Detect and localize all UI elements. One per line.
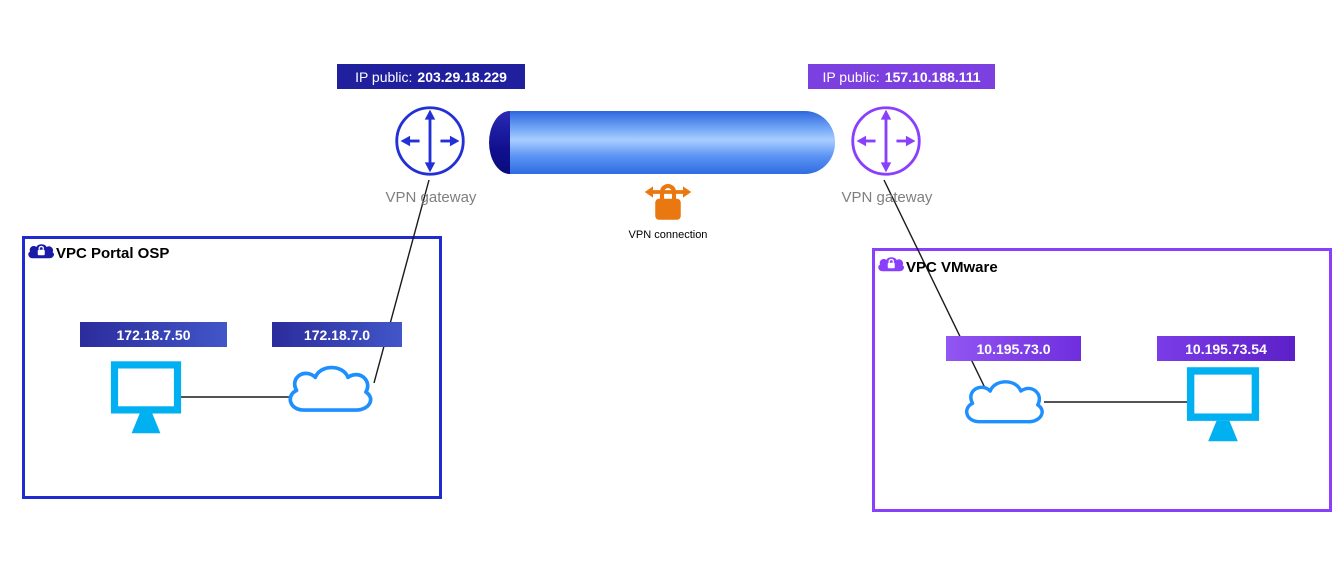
- network-badge-right: 10.195.73.0: [946, 336, 1081, 361]
- vpc-box-portal-osp: [22, 236, 442, 499]
- ip-public-value-left: 203.29.18.229: [417, 68, 507, 85]
- ip-public-badge-right: IP public: 157.10.188.111: [808, 64, 995, 89]
- vpc-title-right: VPC VMware: [906, 259, 998, 276]
- monitor-icon-right: [1186, 366, 1260, 448]
- network-badge-left: 172.18.7.0: [272, 322, 402, 347]
- vpn-gateway-icon-left: [392, 103, 468, 179]
- host-ip-badge-right: 10.195.73.54: [1157, 336, 1295, 361]
- ip-public-prefix-right: IP public:: [822, 68, 880, 85]
- vpn-connection-label: VPN connection: [628, 229, 708, 241]
- vpc-box-vmware: [872, 248, 1332, 512]
- ip-public-badge-left: IP public: 203.29.18.229: [337, 64, 525, 89]
- vpc-cloud-lock-icon-left: [26, 241, 56, 261]
- vpc-cloud-lock-icon-right: [876, 254, 906, 274]
- ip-public-prefix-left: IP public:: [355, 68, 413, 85]
- cloud-icon-right: [958, 370, 1050, 432]
- ip-public-value-right: 157.10.188.111: [884, 68, 981, 85]
- vpn-tunnel-tube: [510, 111, 835, 174]
- vpn-gateway-label-right: VPN gateway: [841, 189, 933, 206]
- vpn-lock-icon: [644, 177, 692, 225]
- cloud-icon-left: [281, 356, 379, 420]
- vpn-gateway-icon-right: [848, 103, 924, 179]
- host-ip-badge-left: 172.18.7.50: [80, 322, 227, 347]
- vpc-title-left: VPC Portal OSP: [56, 245, 170, 262]
- monitor-icon-left: [110, 360, 182, 440]
- vpn-gateway-label-left: VPN gateway: [385, 189, 477, 206]
